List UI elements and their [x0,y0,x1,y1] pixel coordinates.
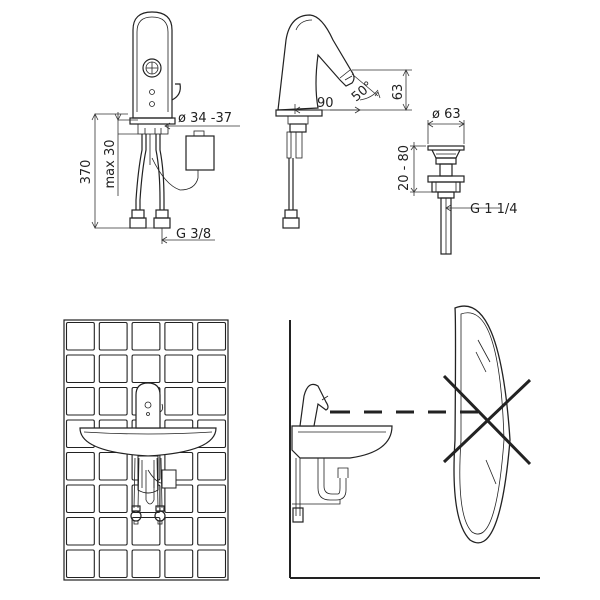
wall-tile [98,451,128,481]
wall-tile [65,549,95,579]
wall-tile [164,549,194,579]
side-dimensions [294,69,412,114]
wall-tile [98,549,128,579]
wall-tile [164,321,194,351]
dim-max-depth: max 30 [103,140,118,189]
wall-tile [197,386,227,416]
sensor-window-icon [142,58,162,78]
wall-tile [164,484,194,514]
dim-height-total: 370 [79,160,94,185]
wall-tile [131,516,161,546]
angle-valve-left [130,505,142,525]
wall-tile [98,354,128,384]
faucet-side-view [275,14,355,229]
wall-tile [131,549,161,579]
dim-supply-thread: G 3/8 [176,227,211,242]
wall-tile [98,386,128,416]
wall-tile [197,451,227,481]
dim-drain-diameter: ø 63 [432,107,461,122]
not-allowed-cross-icon [442,374,532,466]
wall-tile [98,484,128,514]
wall-tile [164,386,194,416]
control-box [185,130,215,171]
wall-tile [197,549,227,579]
wall-tile [65,484,95,514]
wall-tile [131,354,161,384]
angle-valve-right [154,505,166,525]
wall-tile [164,354,194,384]
wall-tile [65,516,95,546]
wall-tile [131,321,161,351]
wall-tile [98,321,128,351]
drain-dimensions [410,120,500,212]
dim-drain-thread: G 1 1/4 [470,202,518,217]
side-installation [289,305,540,579]
wall-tile [197,516,227,546]
front-dimensions [91,112,240,244]
faucet-front-view [129,11,215,229]
wall-tile [197,354,227,384]
wall-tile [65,354,95,384]
dim-spout-reach: 90 [317,96,334,111]
wall-tile [197,484,227,514]
drain-valve [427,145,465,255]
wall-tile [164,516,194,546]
dim-spout-height: 63 [391,84,406,101]
washbasin-front [79,382,217,525]
wall-tile [65,451,95,481]
dim-hole-diameter: ø 34 -37 [178,111,232,126]
wall-tile [65,386,95,416]
wall-tile [98,516,128,546]
dim-drain-range: 20 - 80 [397,145,412,191]
dim-sensor-angle: 50° [349,79,376,105]
wall-tile [197,321,227,351]
wall-tile [65,321,95,351]
